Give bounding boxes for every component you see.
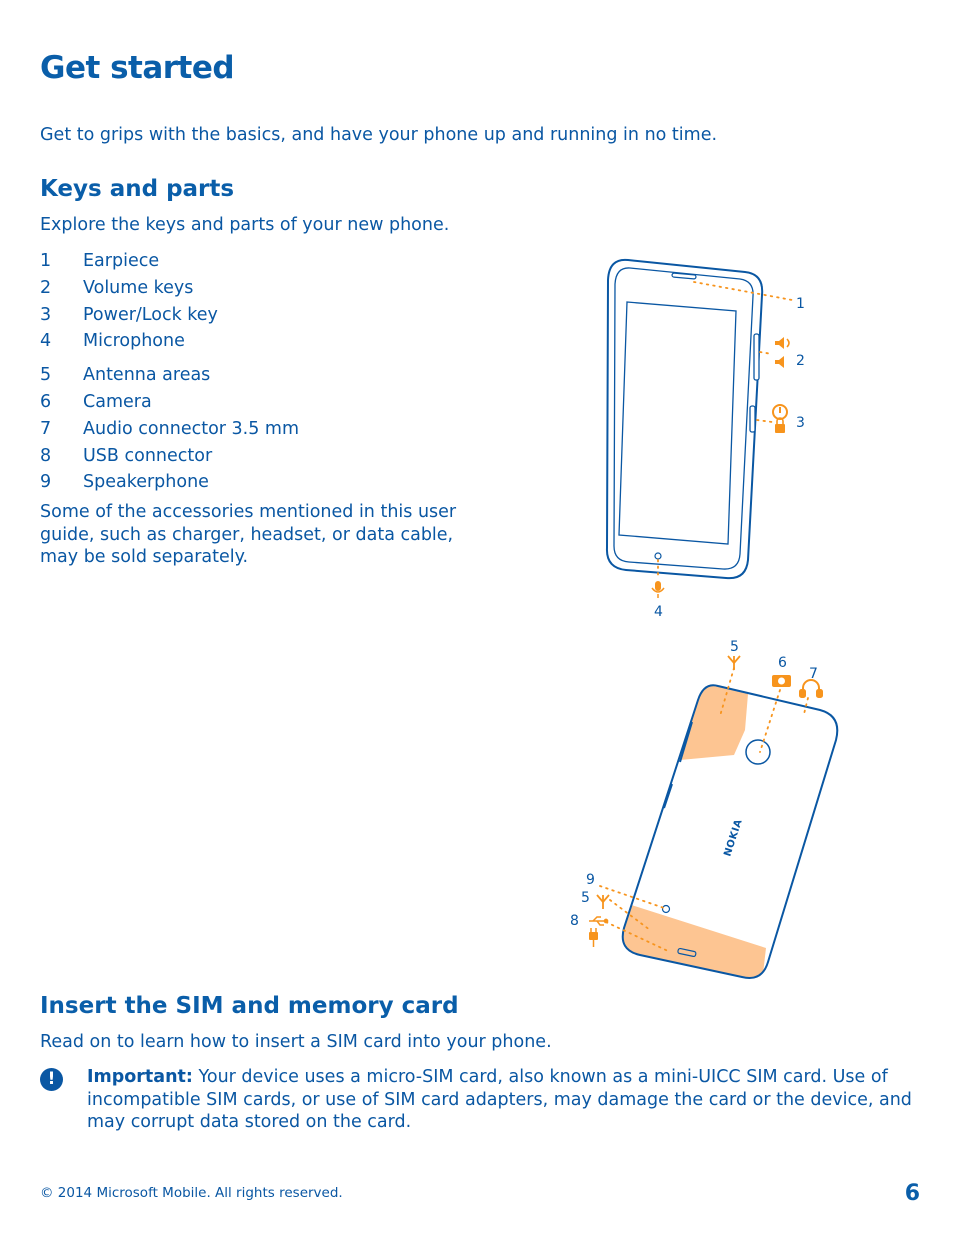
- important-icon: !: [40, 1068, 63, 1091]
- important-label: Important:: [87, 1067, 193, 1087]
- antenna-icon: [727, 655, 741, 670]
- list-item: 2 Volume keys: [40, 275, 299, 302]
- phone-back-illustration: NOKIA: [621, 684, 839, 979]
- parts-list: 1 Earpiece 2 Volume keys 3 Power/Lock key 4…: [40, 248, 299, 496]
- phone-diagram: 1 2 3 4 NOKIA: [570, 258, 839, 979]
- keys-lead: Explore the keys and parts of your new p…: [40, 215, 450, 235]
- intro-text: Get to grips with the basics, and have y…: [40, 125, 718, 145]
- part-number: 5: [40, 365, 52, 386]
- page-title: Get started: [40, 50, 235, 86]
- list-item: 3 Power/Lock key: [40, 302, 299, 329]
- callout-5-label: 5: [730, 639, 739, 655]
- part-number: 8: [40, 445, 52, 466]
- callout-2-label: 2: [796, 353, 805, 369]
- part-label: USB connector: [83, 445, 213, 466]
- callout-4-label: 4: [654, 604, 663, 620]
- part-number: 3: [40, 304, 52, 325]
- list-item: 1 Earpiece: [40, 248, 299, 275]
- accessories-note: Some of the accessories mentioned in thi…: [40, 502, 457, 567]
- part-number: 2: [40, 277, 52, 298]
- callout-7-label: 7: [809, 666, 818, 682]
- camera-icon: [772, 675, 791, 687]
- part-label: Volume keys: [83, 277, 194, 298]
- part-label: Audio connector 3.5 mm: [83, 418, 300, 439]
- callout-5b-label: 5: [581, 890, 590, 906]
- headphones-icon: [799, 679, 823, 698]
- list-item: 8 USB connector: [40, 443, 299, 470]
- callout-8-label: 8: [570, 913, 579, 929]
- list-item: 4 Microphone: [40, 328, 299, 355]
- list-item: 9 Speakerphone: [40, 469, 299, 496]
- sim-lead: Read on to learn how to insert a SIM car…: [40, 1032, 552, 1052]
- callout-9-label: 9: [586, 872, 595, 888]
- callout-3-label: 3: [796, 415, 805, 431]
- part-number: 7: [40, 418, 52, 439]
- callout-6-label: 6: [778, 655, 787, 671]
- keys-heading: Keys and parts: [40, 176, 235, 202]
- important-text: Your device uses a micro-SIM card, also …: [87, 1067, 912, 1132]
- sim-heading: Insert the SIM and memory card: [40, 993, 459, 1019]
- list-item: 7 Audio connector 3.5 mm: [40, 416, 299, 443]
- part-label: Earpiece: [83, 251, 160, 271]
- charger-plug-icon: [589, 928, 598, 947]
- part-number: 9: [40, 472, 52, 493]
- list-item: 5 Antenna areas: [40, 362, 299, 389]
- part-number: 6: [40, 391, 52, 412]
- part-label: Speakerphone: [83, 472, 209, 493]
- page-number: 6: [904, 1181, 920, 1206]
- part-label: Camera: [83, 391, 152, 412]
- part-label: Antenna areas: [83, 365, 211, 386]
- nokia-logo: NOKIA: [722, 818, 744, 858]
- part-number: 4: [40, 331, 52, 352]
- antenna-icon: [596, 894, 610, 909]
- important-note: Important: Your device uses a micro-SIM …: [87, 1066, 917, 1134]
- phone-front-illustration: [605, 258, 764, 580]
- list-item: 6 Camera: [40, 389, 299, 416]
- usb-icon: [589, 916, 609, 926]
- copyright: © 2014 Microsoft Mobile. All rights rese…: [40, 1185, 343, 1201]
- part-number: 1: [40, 251, 52, 271]
- part-label: Power/Lock key: [83, 304, 218, 325]
- part-label: Microphone: [83, 331, 185, 352]
- volume-icon: [775, 337, 790, 368]
- microphone-icon: [651, 581, 665, 598]
- callout-1-label: 1: [796, 296, 805, 312]
- power-lock-icon: [772, 404, 788, 433]
